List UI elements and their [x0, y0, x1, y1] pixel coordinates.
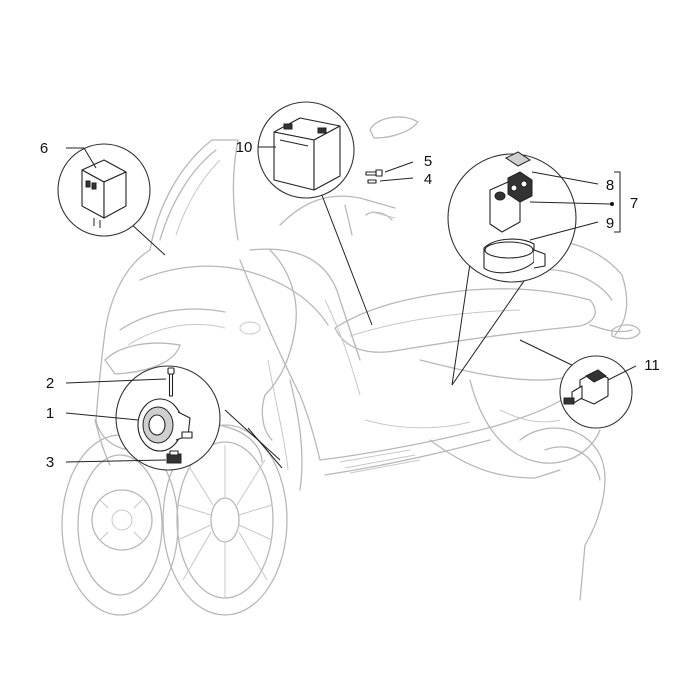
- callout-number-3: 3: [46, 454, 54, 471]
- callout-flasher-relay: [57, 143, 151, 237]
- callout-number-1: 1: [46, 405, 54, 422]
- callout-number-9: 9: [606, 215, 614, 232]
- callout-number-7: 7: [630, 195, 638, 212]
- callout-numbers: 2 1 3 6 10 5 4 8 7 9 11: [40, 139, 660, 471]
- starter-relay-leaders: [529, 171, 621, 241]
- callout-battery: [257, 101, 355, 199]
- callout-number-4: 4: [424, 171, 432, 188]
- horn-leaders: [65, 146, 276, 463]
- callout-starter-relay: [447, 151, 577, 283]
- battery-bolts: [365, 161, 414, 184]
- callout-number-8: 8: [606, 177, 614, 194]
- callout-number-11: 11: [644, 357, 660, 374]
- callout-horn: [115, 365, 221, 471]
- callout-number-10: 10: [236, 139, 253, 156]
- callout-number-6: 6: [40, 140, 48, 157]
- scooter-outline: [61, 116, 641, 616]
- callout-switch: [559, 355, 637, 429]
- callout-number-2: 2: [46, 375, 54, 392]
- callout-number-5: 5: [424, 153, 432, 170]
